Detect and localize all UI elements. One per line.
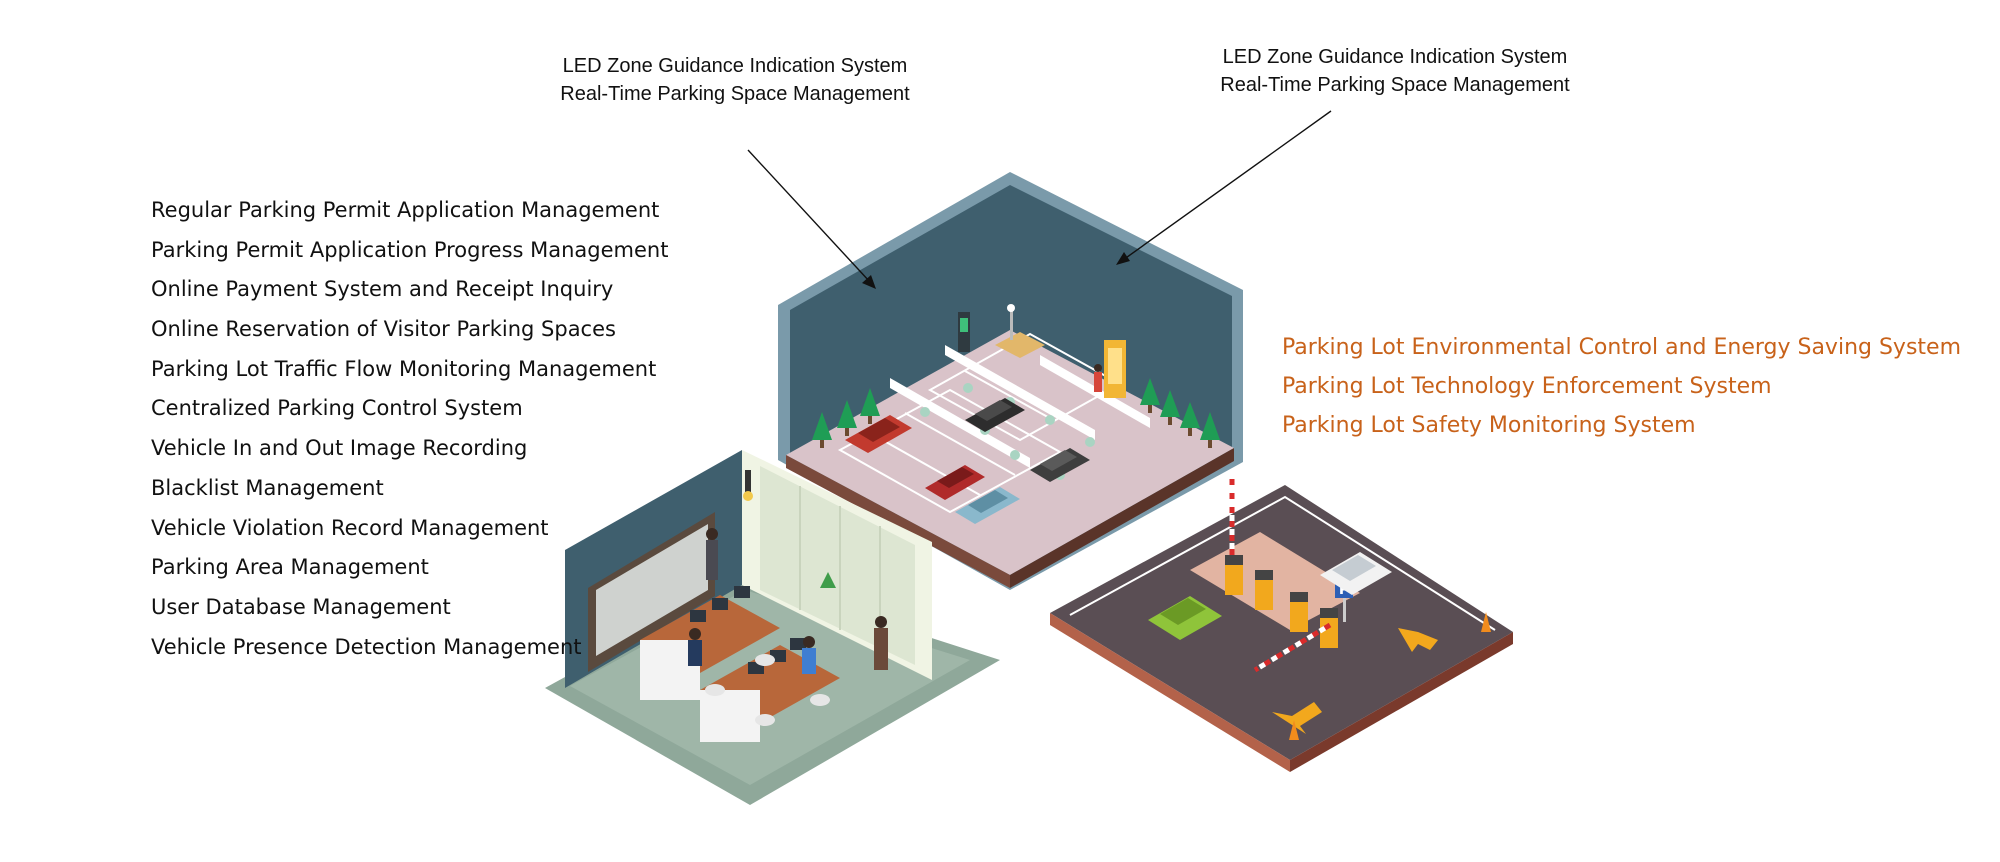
car-gray-suv bbox=[1030, 448, 1090, 482]
gate-area: P bbox=[1050, 472, 1513, 772]
feature-item: Online Reservation of Visitor Parking Sp… bbox=[151, 317, 616, 342]
direction-arrow-icon bbox=[1398, 628, 1438, 652]
callout-line: Real-Time Parking Space Management bbox=[1220, 74, 1570, 96]
car-blue-sedan bbox=[955, 487, 1020, 524]
car-red-suv bbox=[845, 415, 912, 453]
feature-list-systems: Parking Lot Environmental Control and En… bbox=[1282, 333, 1961, 450]
control-room bbox=[545, 450, 1000, 805]
feature-item: Vehicle Violation Record Management bbox=[151, 515, 549, 540]
callout-line: LED Zone Guidance Indication System bbox=[1222, 46, 1568, 68]
feature-item: Vehicle In and Out Image Recording bbox=[151, 436, 528, 461]
feature-item: Regular Parking Permit Application Manag… bbox=[151, 198, 660, 222]
feature-item: Vehicle Presence Detection Management bbox=[151, 634, 582, 659]
callout-line: LED Zone Guidance Indication System bbox=[562, 55, 908, 77]
car-green-suv bbox=[1148, 596, 1222, 640]
car-black-suv bbox=[965, 398, 1025, 432]
direction-arrow-icon bbox=[1272, 702, 1322, 734]
garage-room bbox=[778, 172, 1243, 590]
car-white-sedan bbox=[1320, 552, 1392, 595]
feature-item-accent: Parking Lot Environmental Control and En… bbox=[1282, 335, 1962, 360]
feature-item: User Database Management bbox=[151, 594, 451, 619]
feature-item: Online Payment System and Receipt Inquir… bbox=[151, 277, 614, 302]
car-red-sedan bbox=[925, 465, 985, 500]
callout-led-guidance-left: LED Zone Guidance Indication System Real… bbox=[520, 52, 950, 108]
callout-arrows bbox=[747, 110, 1332, 289]
feature-item-accent: Parking Lot Technology Enforcement Syste… bbox=[1282, 374, 1772, 399]
ticket-kiosk bbox=[1225, 555, 1338, 648]
feature-item: Parking Area Management bbox=[151, 555, 429, 580]
feature-item-accent: Parking Lot Safety Monitoring System bbox=[1282, 413, 1696, 438]
feature-item: Parking Permit Application Progress Mana… bbox=[151, 237, 669, 262]
callout-line: Real-Time Parking Space Management bbox=[560, 83, 910, 105]
feature-item: Blacklist Management bbox=[151, 475, 384, 500]
feature-item: Parking Lot Traffic Flow Monitoring Mana… bbox=[151, 356, 657, 381]
feature-item: Centralized Parking Control System bbox=[151, 396, 523, 421]
callout-led-guidance-right: LED Zone Guidance Indication System Real… bbox=[1190, 43, 1600, 99]
feature-list-management: Regular Parking Permit Application Manag… bbox=[151, 195, 668, 671]
